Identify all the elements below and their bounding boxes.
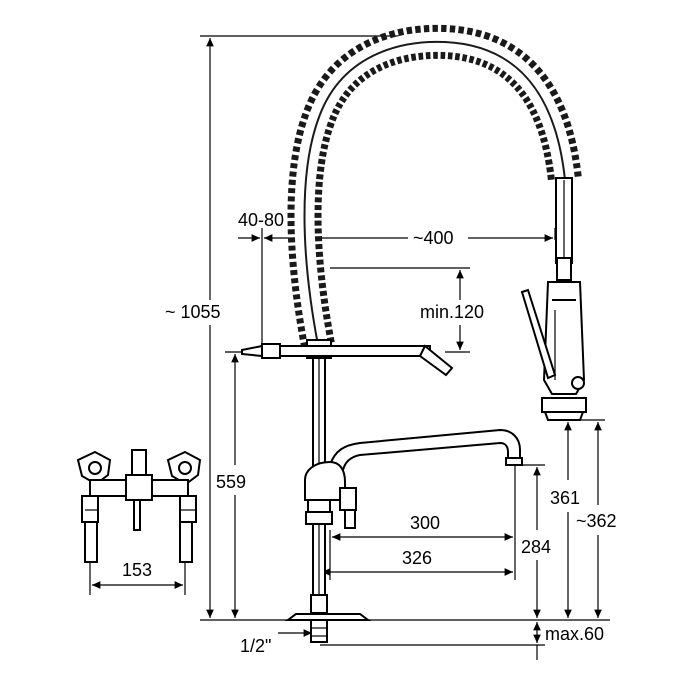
swivel-spout [328, 428, 523, 472]
dim-deck-thickness: max.60 [545, 624, 604, 644]
hose-holder-arm [241, 343, 454, 377]
spring-hose [287, 24, 582, 349]
dim-spring-reach: ~400 [413, 228, 454, 248]
dim-min-clearance: min.120 [420, 302, 484, 322]
dim-thread: 1/2" [240, 636, 271, 656]
dim-mixer-centers: 153 [122, 560, 152, 580]
dim-spout-reach-inner: 300 [410, 513, 440, 533]
mixer-side-view [76, 449, 202, 563]
dim-total-height: ~ 1055 [165, 302, 221, 322]
dim-shower-reach: 40-80 [238, 210, 284, 230]
dim-head-height-b: ~362 [576, 511, 617, 531]
dim-shower-height: 559 [216, 472, 246, 492]
dim-head-height-a: 361 [550, 488, 580, 508]
valve-body [304, 460, 357, 529]
spray-head [520, 257, 587, 421]
dim-spout-height: 284 [521, 537, 551, 557]
dim-spout-reach-outer: 326 [402, 548, 432, 568]
deck-mount [285, 594, 371, 643]
dimension-labels: ~ 1055 40-80 ~400 min.120 559 300 326 28… [122, 210, 617, 656]
